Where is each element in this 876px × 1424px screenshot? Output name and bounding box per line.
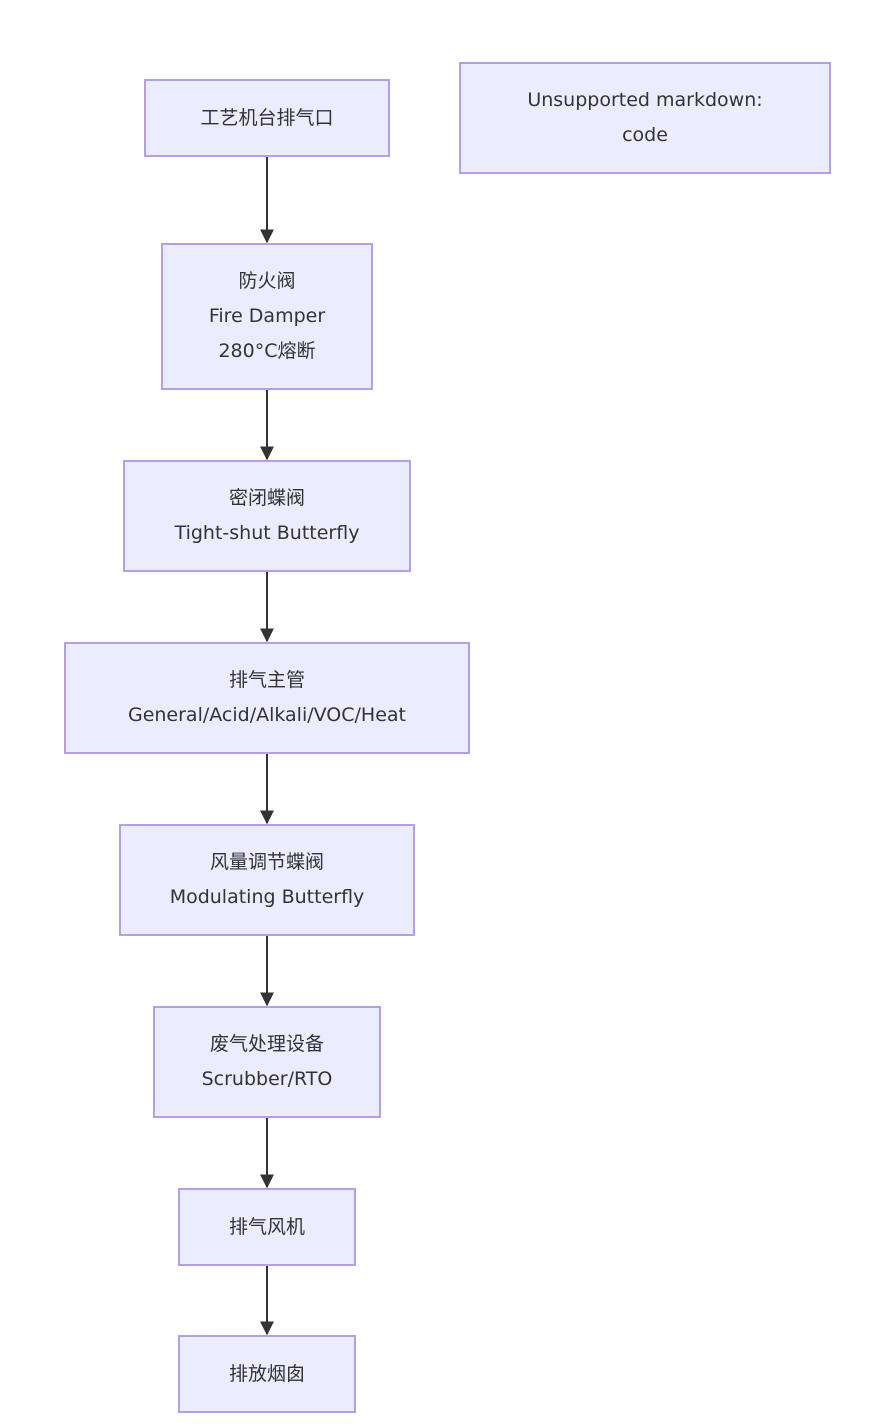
node-label: 工艺机台排气口 xyxy=(200,106,334,129)
node-label: 排气风机 xyxy=(228,1215,305,1238)
node-label-cn: 废气处理设备 xyxy=(209,1033,324,1055)
note-label-line-1: Unsupported markdown: xyxy=(527,89,763,111)
node-exhaust-stack[interactable]: 排放烟囱 xyxy=(178,1335,356,1413)
node-exhaust-fan[interactable]: 排气风机 xyxy=(178,1188,356,1266)
node-label-cn: 密闭蝶阀 xyxy=(228,487,305,509)
node-label-en: Scrubber/RTO xyxy=(201,1068,333,1090)
node-label-en: Fire Damper xyxy=(208,305,326,327)
node-label-cn: 防火阀 xyxy=(238,270,296,292)
node-label-spec: 280°C熔断 xyxy=(218,340,316,362)
node-scrubber-rto[interactable]: 废气处理设备 Scrubber/RTO xyxy=(153,1006,381,1118)
node-tight-shut-butterfly[interactable]: 密闭蝶阀 Tight-shut Butterfly xyxy=(123,460,411,572)
node-label-cn: 排气主管 xyxy=(228,669,305,691)
note-label-line-2: code xyxy=(622,124,668,146)
note-unsupported-markdown[interactable]: Unsupported markdown: code xyxy=(459,62,831,174)
node-fire-damper[interactable]: 防火阀 Fire Damper 280°C熔断 xyxy=(161,243,373,390)
node-label: 排放烟囱 xyxy=(228,1362,305,1385)
node-label-en: Modulating Butterfly xyxy=(169,886,365,908)
node-process-tool-exhaust-port[interactable]: 工艺机台排气口 xyxy=(144,79,390,157)
node-exhaust-main-duct[interactable]: 排气主管 General/Acid/Alkali/VOC/Heat xyxy=(64,642,470,754)
node-modulating-butterfly[interactable]: 风量调节蝶阀 Modulating Butterfly xyxy=(119,824,415,936)
node-label-en: General/Acid/Alkali/VOC/Heat xyxy=(127,704,407,726)
node-label-en: Tight-shut Butterfly xyxy=(174,522,360,544)
node-label-cn: 风量调节蝶阀 xyxy=(209,851,324,873)
